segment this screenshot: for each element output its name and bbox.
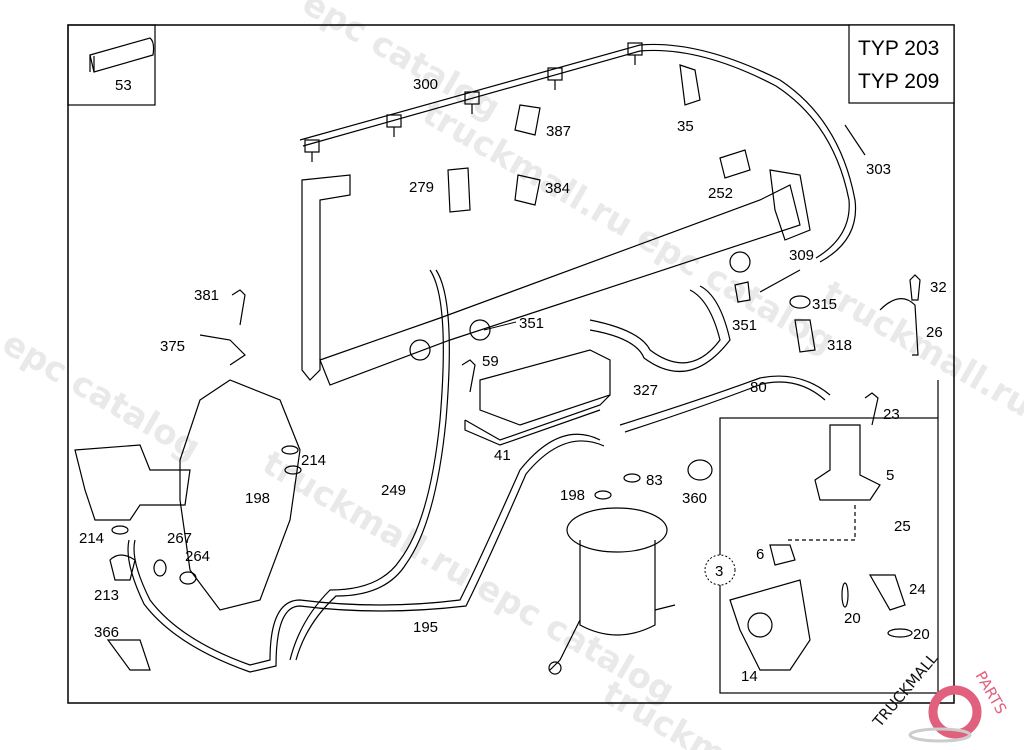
subassembly-box [719, 417, 939, 694]
hose-drawing [127, 269, 831, 673]
part-label: 213 [94, 587, 119, 604]
variant-label: TYP 209 [858, 70, 939, 93]
subassembly-callout-circle [704, 554, 736, 586]
gear-icon [928, 685, 982, 739]
part-label: 41 [494, 447, 511, 464]
part-label: 381 [194, 287, 219, 304]
part-label: 83 [646, 472, 663, 489]
variant-label: TYP 203 [858, 37, 939, 60]
part-label: 198 [560, 487, 585, 504]
part-label: 300 [413, 76, 438, 93]
part-label: 387 [546, 123, 571, 140]
part-label: 25 [894, 518, 911, 535]
part-label: 14 [741, 668, 758, 685]
part-label: 32 [930, 279, 947, 296]
part-label: 267 [167, 530, 192, 547]
leak-off-line-drawing [299, 42, 857, 263]
part-label: 252 [708, 185, 733, 202]
part-label: 80 [750, 379, 767, 396]
fuel-filter-drawing [548, 507, 676, 675]
part-label: 59 [482, 353, 499, 370]
diagram-frame [67, 24, 955, 704]
part-label: 318 [827, 337, 852, 354]
part-labels: 300 387 35 279 384 252 303 309 315 318 3… [79, 76, 947, 685]
part-label: 53 [115, 77, 132, 94]
inset-box [67, 24, 156, 106]
small-parts-drawing [106, 64, 921, 671]
watermark-text: truckmall.ru epc catalog [416, 93, 842, 362]
part-label: 351 [519, 315, 544, 332]
watermark-text: epc catalog [296, 0, 507, 128]
subassembly-callout: 3 [715, 563, 723, 580]
part-label: 26 [926, 324, 943, 341]
part-label: 20 [844, 610, 861, 627]
part-label: 5 [886, 467, 894, 484]
part-label: 264 [185, 548, 210, 565]
part-label: 375 [160, 338, 185, 355]
part-label: 249 [381, 482, 406, 499]
part-label: 24 [909, 581, 926, 598]
part-label: 214 [79, 530, 104, 547]
part-label: 360 [682, 490, 707, 507]
part-label: 315 [812, 296, 837, 313]
part-label: 327 [633, 382, 658, 399]
watermark-text: truckmall.ru epc catalog [256, 443, 682, 712]
watermark-text: truckmall.ru [596, 673, 820, 750]
brand-logo: TRUCKMALL PARTS [869, 649, 1010, 743]
part-label: 20 [913, 626, 930, 643]
fuel-cooler-drawing [464, 349, 611, 446]
part-label: 35 [677, 118, 694, 135]
part-label: 303 [866, 161, 891, 178]
part-label: 23 [883, 406, 900, 423]
valve-drawing [729, 424, 913, 671]
part-label: 384 [545, 180, 570, 197]
part-label: 214 [301, 452, 326, 469]
part-53-drawing [89, 37, 155, 73]
high-pressure-pump-drawing [74, 379, 301, 611]
part-label: 279 [409, 179, 434, 196]
part-label: 6 [756, 546, 764, 563]
part-label: 366 [94, 624, 119, 641]
part-label: 351 [732, 317, 757, 334]
part-label: 195 [413, 619, 438, 636]
variant-box [848, 24, 955, 104]
fuel-rail-drawing [301, 149, 811, 386]
part-label: 198 [245, 490, 270, 507]
part-label: 309 [789, 247, 814, 264]
